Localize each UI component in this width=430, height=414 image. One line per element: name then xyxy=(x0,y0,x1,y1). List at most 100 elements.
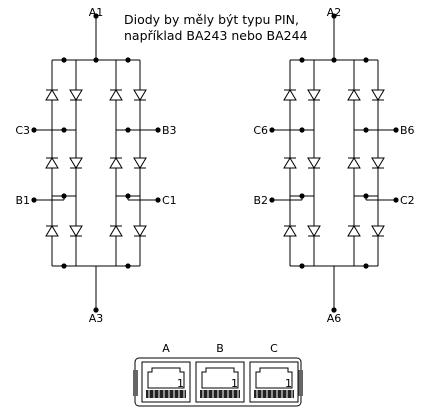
junction-dot xyxy=(393,197,399,203)
diode-triangle xyxy=(347,225,361,237)
diode-triangle xyxy=(109,89,123,101)
junction-dot xyxy=(31,127,37,133)
diode-type-note: Diody by měly být typu PIN, například BA… xyxy=(124,12,308,44)
diode-up-icon xyxy=(347,89,361,101)
rj45-port-icon: 1 xyxy=(195,361,245,403)
junction-dot xyxy=(363,57,369,63)
junction-dot xyxy=(269,197,275,203)
connector-left-clip xyxy=(133,370,138,396)
junction-dot xyxy=(299,263,305,269)
port-label-c: C xyxy=(270,342,278,355)
right-bridge-label-left-lower: B2 xyxy=(253,194,268,207)
right-bridge-label-top: A2 xyxy=(327,6,342,19)
junction-dot xyxy=(125,263,131,269)
diode-down-icon xyxy=(371,157,385,169)
diode-down-icon xyxy=(307,89,321,101)
rj45-port-icon: 1 xyxy=(249,361,299,403)
diode-triangle xyxy=(69,225,83,237)
junction-dot xyxy=(269,127,275,133)
note-line-2: například BA243 nebo BA244 xyxy=(124,28,308,43)
diode-triangle xyxy=(371,225,385,237)
port-label-a: A xyxy=(162,342,170,355)
diode-triangle xyxy=(133,157,147,169)
junction-dot xyxy=(31,197,37,203)
pin-1-marker: 1 xyxy=(285,377,292,390)
diode-triangle xyxy=(69,157,83,169)
diode-down-icon xyxy=(69,157,83,169)
diode-up-icon xyxy=(347,157,361,169)
diode-down-icon xyxy=(371,225,385,237)
diode-triangle xyxy=(283,225,297,237)
port-contacts xyxy=(254,390,294,398)
diode-triangle xyxy=(109,157,123,169)
junction-dot xyxy=(93,57,99,63)
right-bridge-label-bottom: A6 xyxy=(327,312,342,325)
junction-dot xyxy=(331,57,337,63)
junction-dot xyxy=(155,127,161,133)
diode-triangle xyxy=(283,89,297,101)
junction-dot xyxy=(299,57,305,63)
diode-triangle xyxy=(69,89,83,101)
diode-up-icon xyxy=(109,89,123,101)
diode-triangle xyxy=(45,225,59,237)
diode-up-icon xyxy=(283,157,297,169)
junction-dot xyxy=(155,197,161,203)
junction-dot xyxy=(93,307,99,313)
left-bridge-label-left-lower: B1 xyxy=(15,194,30,207)
junction-dot xyxy=(363,263,369,269)
port-contacts xyxy=(200,390,240,398)
diode-up-icon xyxy=(283,225,297,237)
diode-down-icon xyxy=(69,225,83,237)
left-bridge-label-top: A1 xyxy=(89,6,104,19)
pin-1-marker: 1 xyxy=(177,377,184,390)
diode-triangle xyxy=(371,89,385,101)
port-opening xyxy=(147,367,185,389)
diode-triangle xyxy=(283,157,297,169)
note-line-1: Diody by měly být typu PIN, xyxy=(124,12,299,27)
diode-triangle xyxy=(109,225,123,237)
diode-triangle xyxy=(347,157,361,169)
junction-dot xyxy=(393,127,399,133)
junction-dot xyxy=(93,13,99,19)
right-bridge-label-right-lower: C2 xyxy=(400,194,415,207)
pin-1-marker: 1 xyxy=(231,377,238,390)
diode-triangle xyxy=(133,225,147,237)
diode-up-icon xyxy=(45,89,59,101)
left-bridge-label-right-lower: C1 xyxy=(162,194,177,207)
diode-triangle xyxy=(307,89,321,101)
diode-triangle xyxy=(371,157,385,169)
diode-triangle xyxy=(45,89,59,101)
port-label-b: B xyxy=(216,342,224,355)
diode-down-icon xyxy=(133,89,147,101)
diode-triangle xyxy=(347,89,361,101)
junction-dot xyxy=(61,263,67,269)
diode-triangle xyxy=(45,157,59,169)
diode-down-icon xyxy=(133,157,147,169)
junction-dot xyxy=(331,13,337,19)
left-bridge-label-left-upper: C3 xyxy=(15,124,30,137)
diode-down-icon xyxy=(133,225,147,237)
left-bridge-label-bottom: A3 xyxy=(89,312,104,325)
right-bridge-label-left-upper: C6 xyxy=(253,124,268,137)
diode-up-icon xyxy=(45,157,59,169)
diode-up-icon xyxy=(109,157,123,169)
diode-triangle xyxy=(307,157,321,169)
diode-down-icon xyxy=(371,89,385,101)
left-bridge-label-right-upper: B3 xyxy=(162,124,177,137)
port-contacts xyxy=(146,390,186,398)
connector-right-clip xyxy=(298,370,303,396)
diode-up-icon xyxy=(45,225,59,237)
diode-triangle xyxy=(307,225,321,237)
port-opening xyxy=(201,367,239,389)
diode-up-icon xyxy=(283,89,297,101)
diode-up-icon xyxy=(347,225,361,237)
port-opening xyxy=(255,367,293,389)
diode-triangle xyxy=(133,89,147,101)
diode-down-icon xyxy=(307,157,321,169)
junction-dot xyxy=(331,307,337,313)
right-bridge-label-right-upper: B6 xyxy=(400,124,415,137)
rj45-triple-connector: A 1 B 1 C 1 xyxy=(133,342,303,407)
